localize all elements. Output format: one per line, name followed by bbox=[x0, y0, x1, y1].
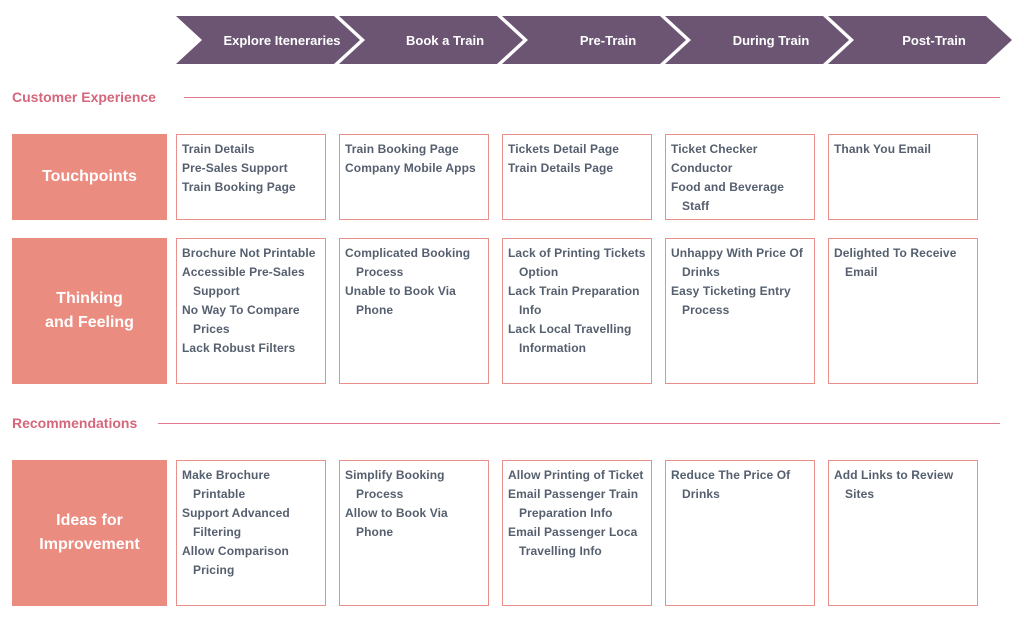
chevron-arrow-icon bbox=[828, 16, 1012, 64]
card-item: Train Booking Page bbox=[182, 180, 296, 194]
stage-chevron-5: Post-Train bbox=[828, 16, 1012, 64]
card-item: Lack Local Travelling Information bbox=[508, 322, 632, 355]
card-thinking-and-feeling-stage-5: Delighted To Receive Email bbox=[828, 238, 978, 384]
stage-chevron-2: Book a Train bbox=[339, 16, 523, 64]
card-item: Food and Beverage Staff bbox=[671, 180, 785, 213]
card-item: Delighted To Receive Email bbox=[834, 246, 957, 279]
card-item: Email Passenger Train Preparation Info bbox=[508, 487, 639, 520]
stage-label: During Train bbox=[732, 32, 810, 48]
card-item: Simplify Booking Process bbox=[345, 468, 445, 501]
card-item: Ticket Checker bbox=[671, 142, 758, 156]
row-label-ideas-for-improvement: Ideas for Improvement bbox=[12, 460, 167, 606]
card-item: Easy Ticketing Entry Process bbox=[671, 284, 791, 317]
chevron-arrow-icon bbox=[176, 16, 360, 64]
card-item: Brochure Not Printable bbox=[182, 246, 316, 260]
card-item: Add Links to Review Sites bbox=[834, 468, 954, 501]
section-title-recommendations: Recommendations bbox=[12, 415, 138, 431]
card-item: Accessible Pre-Sales Support bbox=[182, 265, 305, 298]
card-item: Company Mobile Apps bbox=[345, 161, 476, 175]
card-ideas-for-improvement-stage-4: Reduce The Price Of Drinks bbox=[665, 460, 815, 606]
stage-chevron-1: Explore Iteneraries bbox=[176, 16, 360, 64]
card-ideas-for-improvement-stage-5: Add Links to Review Sites bbox=[828, 460, 978, 606]
card-item: Email Passenger Loca Travelling Info bbox=[508, 525, 638, 558]
card-item: Complicated Booking Process bbox=[345, 246, 471, 279]
stage-label: Pre-Train bbox=[579, 32, 637, 48]
card-item: Reduce The Price Of Drinks bbox=[671, 468, 791, 501]
card-item: Unable to Book Via Phone bbox=[345, 284, 456, 317]
card-item: Unhappy With Price Of Drinks bbox=[671, 246, 804, 279]
stage-label: Explore Iteneraries bbox=[223, 32, 341, 48]
card-item: Allow Printing of Ticket bbox=[508, 468, 644, 482]
row-label-thinking-and-feeling: Thinking and Feeling bbox=[12, 238, 167, 384]
section-divider bbox=[184, 97, 1000, 98]
card-item: Tickets Detail Page bbox=[508, 142, 620, 156]
card-item: Support Advanced Filtering bbox=[182, 506, 290, 539]
stage-chevron-3: Pre-Train bbox=[502, 16, 686, 64]
card-item: Train Details Page bbox=[508, 161, 614, 175]
card-touchpoints-stage-5: Thank You Email bbox=[828, 134, 978, 220]
card-item: Allow Comparison Pricing bbox=[182, 544, 289, 577]
section-title-customer-experience: Customer Experience bbox=[12, 89, 156, 105]
card-item: Pre-Sales Support bbox=[182, 161, 288, 175]
card-item: Lack of Printing Tickets Option bbox=[508, 246, 646, 279]
stage-arrow-bar: Explore Iteneraries Book a Train Pre-Tra… bbox=[0, 0, 1024, 70]
card-item: Allow to Book Via Phone bbox=[345, 506, 448, 539]
card-item: Make Brochure Printable bbox=[182, 468, 270, 501]
section-divider bbox=[158, 423, 1000, 424]
card-item: Conductor bbox=[671, 161, 733, 175]
stage-label: Post-Train bbox=[902, 32, 966, 48]
stage-label: Book a Train bbox=[405, 32, 485, 48]
card-item: No Way To Compare Prices bbox=[182, 303, 300, 336]
stage-chevron-4: During Train bbox=[665, 16, 849, 64]
chevron-arrow-icon bbox=[339, 16, 523, 64]
card-item: Lack Robust Filters bbox=[182, 341, 296, 355]
chevron-arrow-icon bbox=[665, 16, 849, 64]
chevron-arrow-icon bbox=[502, 16, 686, 64]
card-item: Train Details bbox=[182, 142, 255, 156]
card-item: Thank You Email bbox=[834, 142, 932, 156]
card-item: Lack Train Preparation Info bbox=[508, 284, 640, 317]
row-label-touchpoints: Touchpoints bbox=[12, 134, 167, 220]
card-item: Train Booking Page bbox=[345, 142, 459, 156]
